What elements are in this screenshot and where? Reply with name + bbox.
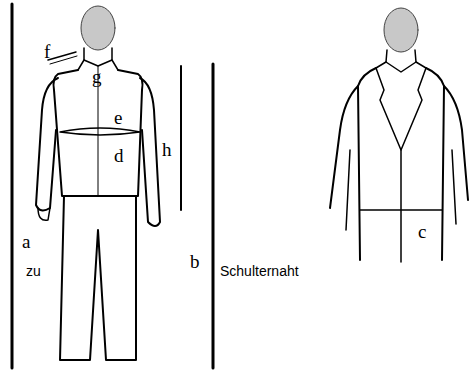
measure-letter: d [114, 146, 124, 165]
measure-letter: g [92, 67, 102, 86]
note-text: Schulternaht [220, 264, 299, 278]
note-text: zu [26, 264, 41, 278]
measure-letter: f [44, 42, 50, 61]
measure-letter: a [22, 232, 30, 251]
measure-letter: e [114, 108, 122, 127]
measure-letter: b [190, 252, 200, 271]
measure-letter: c [418, 222, 426, 241]
measure-letter: h [162, 140, 172, 159]
